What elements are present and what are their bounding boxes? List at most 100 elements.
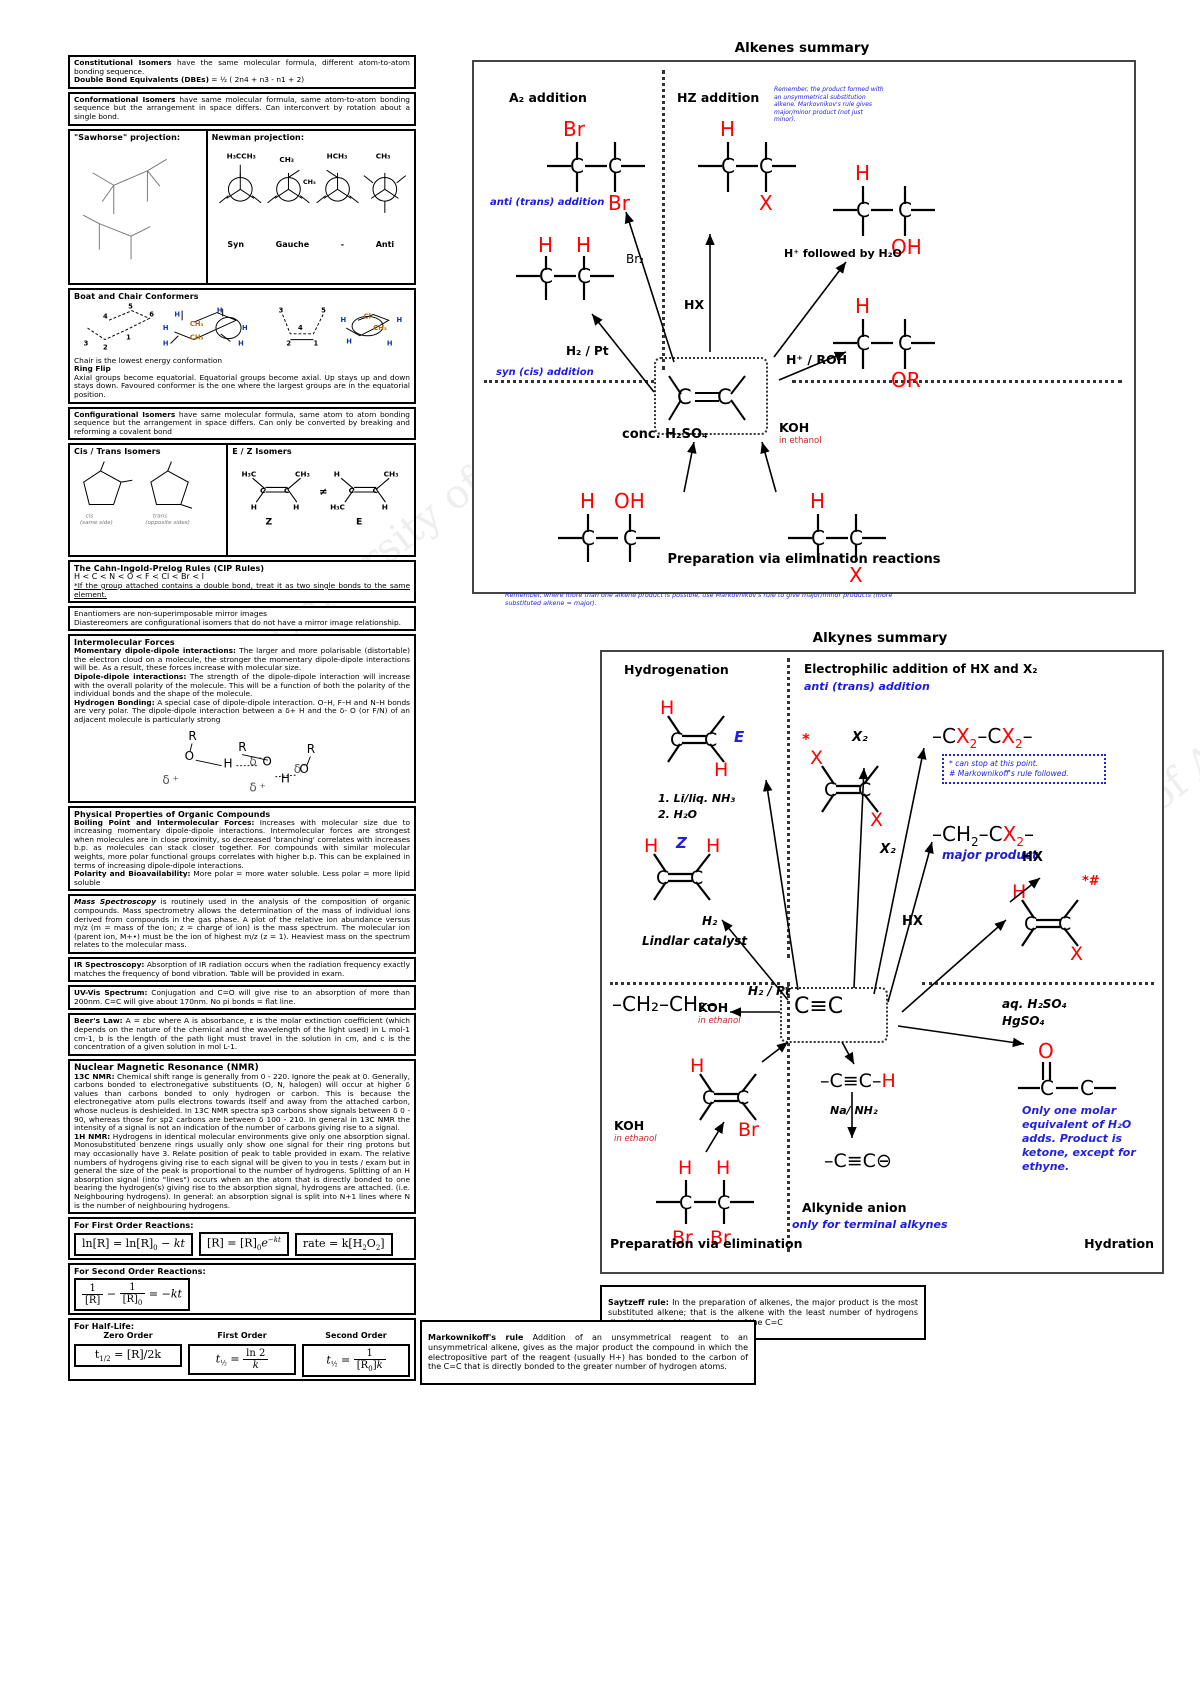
svg-text:C: C <box>1024 913 1037 935</box>
svg-text:1: 1 <box>126 333 131 341</box>
newman-label-anti: Anti <box>375 239 395 249</box>
svg-text:H: H <box>334 470 340 479</box>
hgso4-reagent: HgSO₄ <box>1002 1014 1045 1028</box>
na-nh2-reagent: Na/ NH₂ <box>830 1104 878 1117</box>
svg-text:C: C <box>858 779 871 801</box>
ir-text: Absorption of IR radiation occurs when t… <box>74 959 410 978</box>
chair-note: Chair is the lowest energy conformation <box>74 355 223 365</box>
svg-text:OR: OR <box>891 368 921 392</box>
hydrogen-bond-diagram: R O H δ R O H δ R O δ δ ++ -- <box>162 728 315 794</box>
first-order-eq-2: [R] = [R]0e−kt <box>198 1232 289 1257</box>
svg-text:O: O <box>262 754 271 768</box>
first-order-eq-3: rate = k[H2O2] <box>294 1232 393 1256</box>
ring-flip-title: Ring Flip <box>74 364 111 374</box>
svg-text:Br: Br <box>563 117 586 141</box>
svg-text:δ: δ <box>249 780 256 794</box>
svg-text:H: H <box>706 835 720 857</box>
newman-top-label: HCH₃ <box>326 151 347 160</box>
zero-order-label: Zero Order <box>103 1331 153 1341</box>
beers-law-box: Beer's Law: A = εbc where A is absorbanc… <box>68 1013 416 1056</box>
prep-elimination-alkynes-label: Preparation via elimination <box>610 1236 803 1251</box>
polarity-text: More polar = more water soluble. Less po… <box>74 869 410 887</box>
svg-text:C: C <box>1040 1076 1054 1100</box>
alkenes-arrows <box>591 211 847 493</box>
svg-text:H: H <box>163 339 169 347</box>
newman-top-label: CH₃ <box>375 151 390 160</box>
svg-text:H: H <box>714 759 728 781</box>
second-order-box: For Second Order Reactions: 1[R] − 1[R]0… <box>68 1263 416 1316</box>
projections-box: "Sawhorse" projection: Newman projection… <box>68 128 416 285</box>
svg-text:H: H <box>396 316 402 324</box>
anti-addition-note: anti (trans) addition <box>490 197 605 208</box>
cip-title: The Cahn-Ingold-Prelog Rules (CIP Rules) <box>74 564 265 574</box>
configurational-isomers-box: Configurational Isomers have same molecu… <box>68 406 416 441</box>
conformational-text: have same molecular formula, same atom-t… <box>74 94 411 121</box>
svg-text:O: O <box>185 749 194 763</box>
svg-text:OH: OH <box>614 489 645 513</box>
star-hash-marker: *# <box>1082 874 1100 889</box>
svg-text:C: C <box>721 154 735 178</box>
svg-text:H: H <box>238 339 244 347</box>
h2so4-reagent: conc. H₂SO₄ <box>622 427 708 442</box>
h2o-reagent: 2. H₂O <box>658 808 698 821</box>
svg-text:C: C <box>856 331 870 355</box>
nmr-box: Nuclear Magnetic Resonance (NMR) 13C NMR… <box>68 1058 416 1215</box>
svg-text:C: C <box>856 198 870 222</box>
svg-text:H: H <box>678 1157 692 1179</box>
aq-h2so4-reagent: aq. H₂SO₄ <box>1002 997 1067 1011</box>
svg-text:C: C <box>677 385 692 409</box>
svg-text:R: R <box>307 741 315 755</box>
svg-text:3: 3 <box>279 306 284 314</box>
hx-reagent: HX <box>684 297 705 312</box>
bp-text: Increases with molecular size due to inc… <box>74 817 411 870</box>
svg-text:C: C <box>570 154 584 178</box>
svg-text:Br: Br <box>608 191 631 215</box>
intermolecular-forces-box: Intermolecular Forces Momentary dipole-d… <box>68 634 416 803</box>
svg-text:3: 3 <box>84 339 89 347</box>
sawhorse-title: "Sawhorse" projection: <box>74 132 181 142</box>
svg-text:H: H <box>293 503 299 512</box>
svg-text:X: X <box>849 563 863 587</box>
svg-text:C: C <box>849 526 863 550</box>
configurational-text: have same molecular formula, same atom t… <box>74 409 410 436</box>
hx-addition-label: HZ addition <box>677 90 760 105</box>
first-order-label: First Order <box>217 1331 267 1341</box>
alkenes-title: Alkenes summary <box>734 40 870 56</box>
dbe-formula: = ½ ( 2n4 + n3 - n1 + 2) <box>208 75 305 85</box>
svg-text:H: H <box>224 756 233 770</box>
hydrogenation-label: Hydrogenation <box>624 662 729 677</box>
x2-reagent-b: X₂ <box>880 842 896 857</box>
svg-text:C: C <box>898 198 912 222</box>
svg-text:H: H <box>340 316 346 324</box>
isomer-types-box: Cis / Trans Isomers cis(same side) trans… <box>68 443 416 558</box>
svg-text:(same side): (same side) <box>80 520 113 526</box>
hydrogen-bonding-text: A special case of dipole-dipole interact… <box>74 697 410 725</box>
alkyne-center-structure: C≡C <box>794 994 844 1019</box>
conformational-title: Conformational Isomers <box>74 94 176 104</box>
markovnikov-bottom-note: Remember, where more than one alkene pro… <box>505 591 893 607</box>
svg-text:H: H <box>720 117 735 141</box>
alkynes-vdiv-bottom <box>787 982 790 1252</box>
alkyne-center-box <box>780 987 888 1043</box>
cis-trans-cell: Cis / Trans Isomers cis(same side) trans… <box>70 445 229 556</box>
koh-solvent-1: in ethanol <box>698 1016 741 1026</box>
mass-spectroscopy-box: Mass Spectroscopy is routinely used in t… <box>68 894 416 954</box>
svg-text:H: H <box>251 503 257 512</box>
configurational-title: Configurational Isomers <box>74 409 176 419</box>
svg-text:C: C <box>690 867 703 889</box>
diastereomers-text: Diastereomers are configurational isomer… <box>74 617 402 627</box>
ir-title: IR Spectroscopy: <box>74 959 145 969</box>
svg-text:CH₃: CH₃ <box>190 320 204 328</box>
svg-text:C: C <box>670 729 683 751</box>
hydrogen-bonding-title: Hydrogen Bonding: <box>74 697 155 707</box>
constitutional-text: have the same molecular formula, differe… <box>74 58 410 76</box>
svg-text:δ: δ <box>294 762 301 776</box>
newman-label-syn: Syn <box>227 239 245 249</box>
c13-title: 13C NMR: <box>74 1071 115 1081</box>
half-life-second-order: Second Order t½ = 1[R0]k <box>302 1331 410 1378</box>
